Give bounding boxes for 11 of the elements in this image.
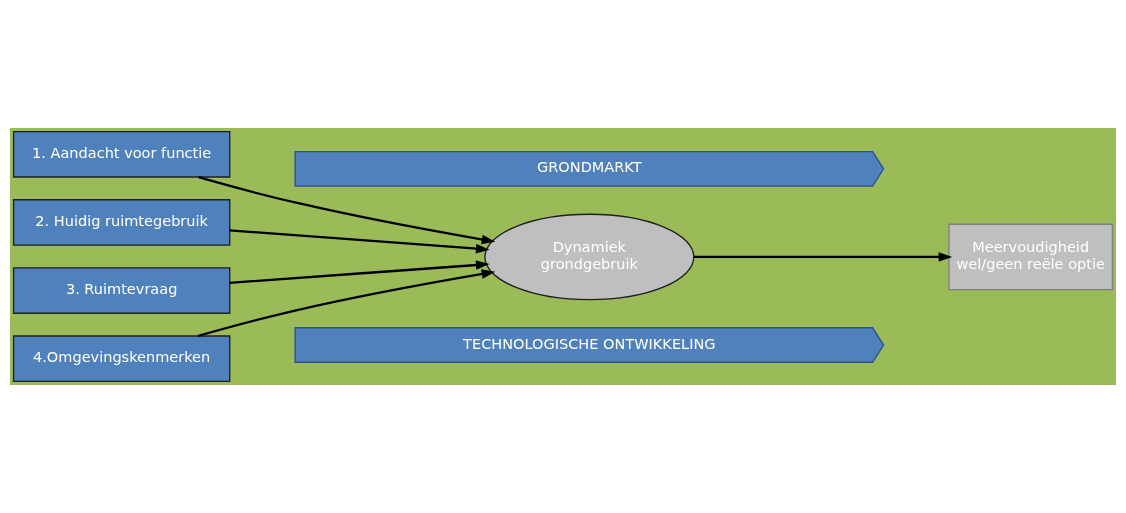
node-box: 3. Ruimtevraag (12, 267, 231, 314)
node-box: Meervoudigheid wel/geen reële optie (948, 223, 1114, 291)
arrow (198, 176, 496, 245)
node-box: 2. Huidig ruimtegebruik (12, 199, 231, 246)
node-ellipse: Dynamiek grondgebruik (484, 213, 695, 301)
node-box: 4.Omgevingskenmerken (12, 335, 231, 383)
node-box: 1. Aandacht voor functie (12, 130, 231, 178)
arrow (197, 269, 496, 338)
arrow (229, 260, 490, 284)
arrow (229, 229, 490, 254)
arrow (693, 252, 953, 262)
